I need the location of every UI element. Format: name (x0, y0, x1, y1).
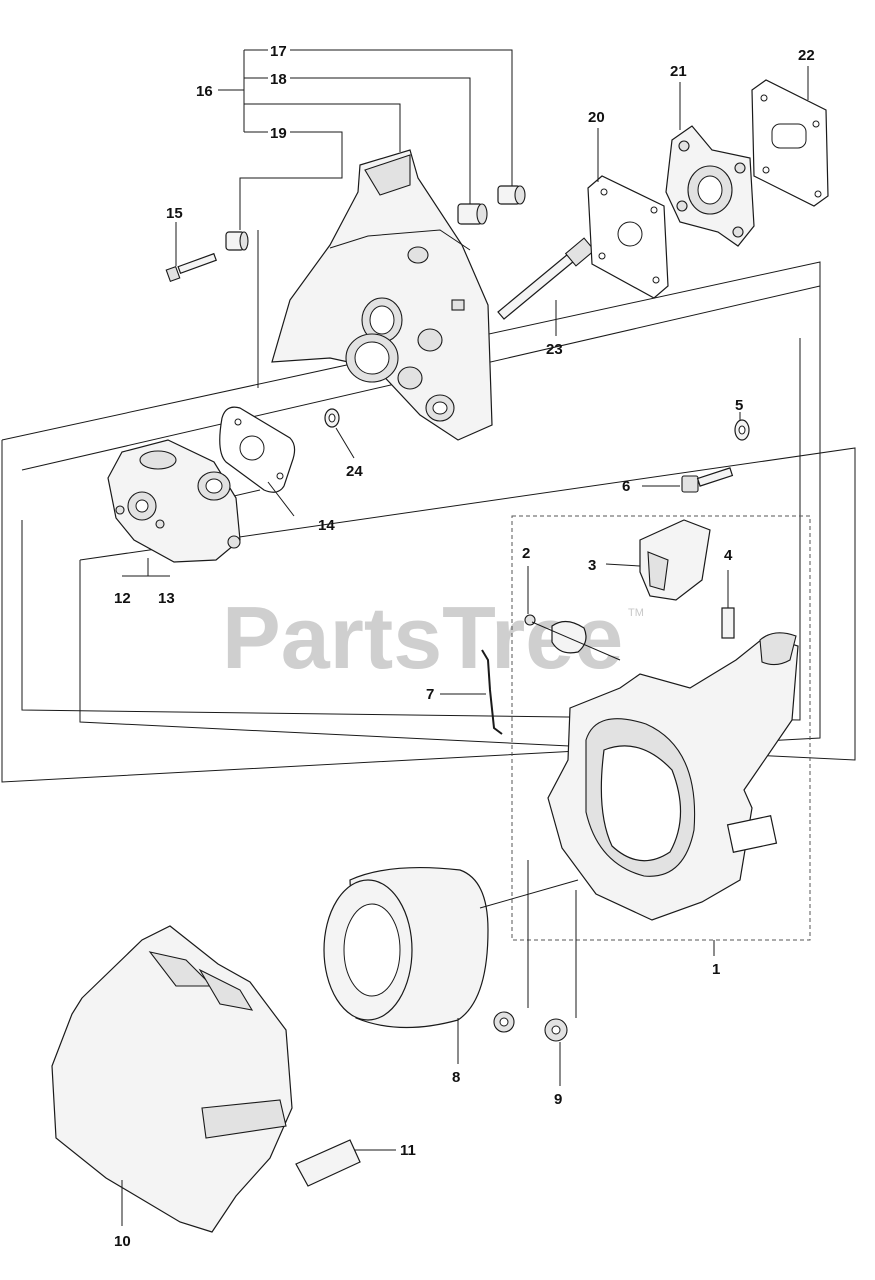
callout-21: 21 (670, 63, 687, 80)
bolt-6 (681, 467, 734, 493)
callout-6: 6 (622, 478, 630, 495)
sleeve-18 (457, 203, 488, 225)
air-filter-housing (547, 632, 799, 921)
nut-9 (544, 1018, 568, 1042)
choke-rod-7 (481, 649, 503, 735)
callout-17: 17 (270, 43, 287, 60)
callout-10: 10 (114, 1233, 131, 1250)
choke-knob (551, 620, 587, 654)
carburetor (107, 439, 241, 563)
intake-adapter (271, 149, 493, 441)
cover-clip-11 (295, 1139, 361, 1187)
screw-15 (165, 252, 217, 283)
callout-22: 22 (798, 47, 815, 64)
bushing-17 (497, 185, 526, 205)
callout-16: 16 (196, 83, 213, 100)
leader-lines (121, 49, 809, 1226)
callout-1: 1 (712, 961, 720, 978)
callout-5: 5 (735, 397, 743, 414)
nut-left (493, 1011, 515, 1033)
callout-8: 8 (452, 1069, 460, 1086)
callouts: 1 2 3 4 5 6 7 8 9 10 11 12 13 14 15 16 1… (114, 43, 815, 1250)
choke-lever (639, 519, 711, 601)
carburetor-gasket (219, 406, 296, 493)
callout-4: 4 (724, 547, 733, 564)
flange-21 (665, 125, 755, 247)
air-filter-element (323, 866, 489, 1029)
callout-11: 11 (400, 1142, 416, 1159)
callout-13: 13 (158, 590, 175, 607)
gasket-20 (587, 175, 669, 299)
callout-7: 7 (426, 686, 434, 703)
gasket-22 (751, 79, 829, 207)
callout-2: 2 (522, 545, 530, 562)
watermark-trademark: TM (628, 607, 644, 619)
callout-20: 20 (588, 109, 605, 126)
callout-12: 12 (114, 590, 131, 607)
callout-19: 19 (270, 125, 287, 142)
callout-23: 23 (546, 341, 563, 358)
screw-2 (524, 614, 536, 626)
long-bolt-23 (497, 237, 596, 320)
callout-14: 14 (318, 517, 335, 534)
air-filter-cover (51, 925, 293, 1233)
callout-3: 3 (588, 557, 596, 574)
washer-5 (734, 419, 750, 441)
washer-24 (324, 408, 340, 428)
assembly-1-frame (511, 515, 811, 941)
callout-24: 24 (346, 463, 363, 480)
clip-4 (721, 607, 735, 639)
callout-15: 15 (166, 205, 183, 222)
callout-18: 18 (270, 71, 287, 88)
sleeve-19 (225, 231, 249, 251)
callout-9: 9 (554, 1091, 562, 1108)
